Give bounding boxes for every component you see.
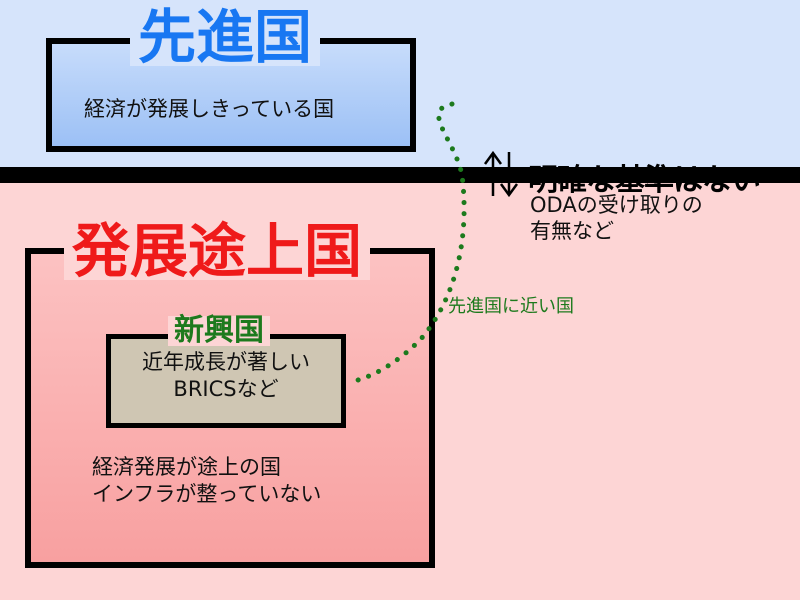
- emerging-desc-line-1: 近年成長が著しい: [142, 350, 310, 374]
- divider-line: [0, 167, 800, 183]
- criterion-note: ODAの受け取りの 有無など: [530, 192, 703, 245]
- near-developed-label: 先進国に近い国: [448, 296, 574, 317]
- no-clear-criterion-heading: 明確な基準はない: [528, 163, 761, 198]
- developed-country-title: 先進国: [130, 8, 321, 66]
- emerging-country-title: 新興国: [168, 316, 270, 346]
- developing-desc-line-1: 経済発展が途上の国: [92, 455, 281, 479]
- up-down-arrows-icon: [483, 150, 519, 198]
- criterion-note-line-2: 有無など: [530, 219, 614, 244]
- developed-country-description: 経済が発展しきっている国: [84, 97, 335, 121]
- developing-country-title: 発展途上国: [64, 222, 371, 280]
- emerging-desc-line-2: BRICSなど: [173, 377, 279, 402]
- emerging-country-description: 近年成長が著しい BRICSなど: [111, 349, 341, 404]
- developing-desc-line-2: インフラが整っていない: [92, 482, 322, 507]
- emerging-country-box: 近年成長が著しい BRICSなど: [106, 334, 346, 428]
- developing-country-box: [25, 248, 435, 568]
- developing-country-description: 経済発展が途上の国 インフラが整っていない: [92, 454, 321, 509]
- criterion-note-line-1: ODAの受け取りの: [530, 193, 703, 217]
